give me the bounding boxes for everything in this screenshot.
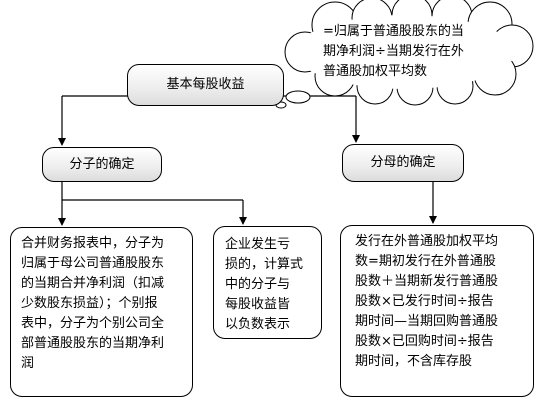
numerator-detail-loss: 企业发生亏 损的，计算式 中的分子与 每股收益皆 以负数表示	[213, 226, 322, 339]
denominator-detail-text: 发行在外普通股加权平均 数=期初发行在外普通股 股数＋当期新发行普通股 股数×已…	[355, 234, 499, 369]
numerator-detail-loss-text: 企业发生亏 损的，计算式 中的分子与 每股收益皆 以负数表示	[225, 237, 304, 332]
numerator-box: 分子的确定	[42, 147, 162, 182]
numerator-detail-consolidated: 合并财务报表中，分子为 归属于母公司普通股股东 的当期合并净利润（扣减 少数股东…	[10, 227, 193, 397]
basic-eps-box: 基本每股收益	[127, 64, 284, 106]
numerator-label: 分子的确定	[69, 156, 135, 172]
denominator-detail: 发行在外普通股加权平均 数=期初发行在外普通股 股数＋当期新发行普通股 股数×已…	[340, 225, 534, 397]
denominator-label: 分母的确定	[370, 155, 436, 170]
formula-callout-text: =归属于普通股股东的当 期净利润÷当期发行在外 普通股加权平均数	[323, 24, 464, 79]
numerator-detail-consolidated-text: 合并财务报表中，分子为 归属于母公司普通股股东 的当期合并净利润（扣减 少数股东…	[21, 236, 165, 371]
denominator-box: 分母的确定	[342, 144, 464, 182]
basic-eps-label: 基本每股收益	[166, 77, 245, 92]
